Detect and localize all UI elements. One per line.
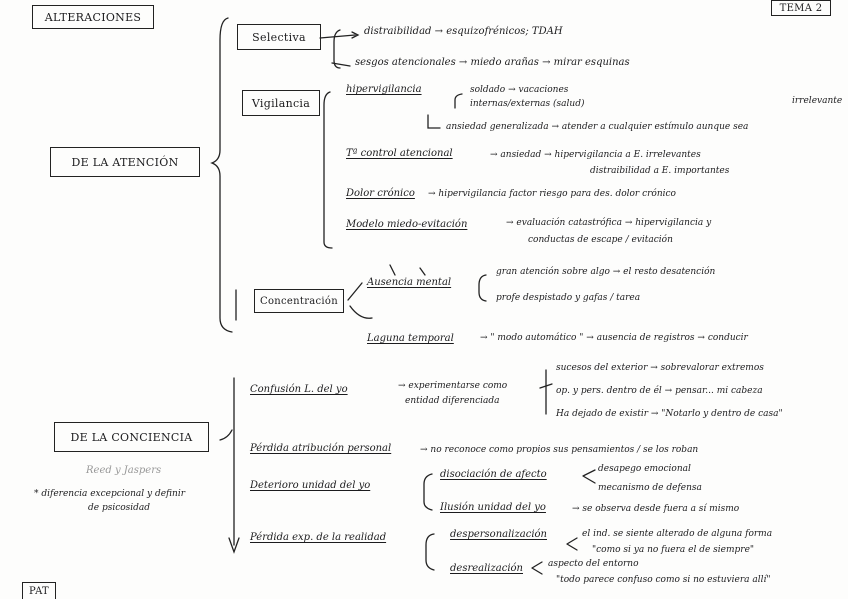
note1: * diferencia excepcional y definir (34, 489, 186, 499)
side-note: irrelevante (792, 96, 843, 106)
conf-item-1: sucesos del exterior → sobrevalorar extr… (556, 363, 764, 373)
laguna-term: Laguna temporal (367, 333, 454, 344)
concentracion-box: Concentración (254, 289, 344, 313)
selectiva-line1: distraibilidad → esquizofrénicos; TDAH (364, 26, 563, 37)
authors: Reed y Jaspers (86, 465, 162, 476)
conciencia-title: DE LA CONCIENCIA (70, 430, 193, 444)
perdida-atrib-term: Pérdida atribución personal (250, 443, 392, 454)
hiper-sub1: soldado → vacaciones (470, 85, 569, 95)
disociacion-a: desapego emocional (598, 464, 691, 474)
modelo-b: conductas de escape / evitación (528, 235, 673, 245)
ausencia-a: gran atención sobre algo → el resto desa… (496, 267, 716, 277)
disociacion-term: disociación de afecto (440, 469, 547, 480)
disociacion-b: mecanismo de defensa (598, 483, 702, 493)
selectiva-box: Selectiva (237, 24, 321, 50)
note2: de psicosidad (88, 503, 151, 513)
ansiedad-line: ansiedad generalizada → atender a cualqu… (446, 122, 749, 132)
desreal-a: aspecto del entorno (548, 559, 639, 569)
selectiva-line2: sesgos atencionales → miedo arañas → mir… (355, 57, 630, 68)
atencion-box: DE LA ATENCIÓN (50, 147, 200, 177)
control-b: distraibilidad a E. importantes (590, 166, 730, 176)
modelo-term: Modelo miedo-evitación (346, 219, 468, 230)
ausencia-b: profe despistado y gafas / tarea (496, 293, 641, 303)
dolor-a: → hipervigilancia factor riesgo para des… (428, 189, 676, 199)
modelo-a: → evaluación catastrófica → hipervigilan… (506, 218, 712, 228)
vigilancia-box: Vigilancia (242, 90, 320, 116)
ilusion-a: → se observa desde fuera a sí mismo (572, 504, 740, 514)
deterioro-term: Deterioro unidad del yo (250, 480, 371, 491)
conf-item-3: Ha dejado de existir → "Notarlo y dentro… (556, 409, 783, 419)
atencion-title: DE LA ATENCIÓN (71, 155, 179, 169)
hiper-sub2: internas/externas (salud) (470, 99, 585, 109)
perdida-atrib-a: → no reconoce como propios sus pensamien… (420, 445, 699, 455)
despers-a: el ind. se siente alterado de alguna for… (582, 529, 773, 539)
confusion-b: entidad diferenciada (405, 396, 500, 406)
ilusion-term: Ilusión unidad del yo (440, 502, 546, 513)
despers-b: "como si ya no fuera el de siempre" (592, 545, 755, 555)
topic-label: TEMA 2 (779, 2, 823, 14)
dolor-term: Dolor crónico (346, 188, 415, 199)
page-title: ALTERACIONES (44, 10, 142, 24)
perdida-exp-term: Pérdida exp. de la realidad (250, 532, 387, 543)
desrealizacion-term: desrealización (450, 563, 523, 574)
selectiva-label: Selectiva (252, 30, 306, 44)
desreal-b: "todo parece confuso como si no estuvier… (556, 575, 771, 585)
hipervigilancia-term: hipervigilancia (346, 84, 422, 95)
footer-label: PAT (28, 585, 50, 597)
laguna-a: → " modo automático " → ausencia de regi… (480, 333, 748, 343)
control-term: Tª control atencional (346, 148, 453, 159)
vigilancia-label: Vigilancia (251, 96, 311, 110)
despersonalizacion-term: despersonalización (450, 529, 547, 540)
ausencia-term: Ausencia mental (367, 277, 452, 288)
control-a: → ansiedad → hipervigilancia a E. irrele… (490, 150, 701, 160)
footer-box: PAT (22, 582, 56, 599)
conf-item-2: op. y pers. dentro de él → pensar... mi … (556, 386, 763, 396)
conciencia-box: DE LA CONCIENCIA (54, 422, 209, 452)
confusion-term: Confusión L. del yo (250, 384, 348, 395)
concentracion-label: Concentración (260, 295, 338, 307)
title-box: ALTERACIONES (32, 5, 154, 29)
confusion-a: → experimentarse como (398, 381, 508, 391)
topic-box: TEMA 2 (771, 0, 831, 16)
